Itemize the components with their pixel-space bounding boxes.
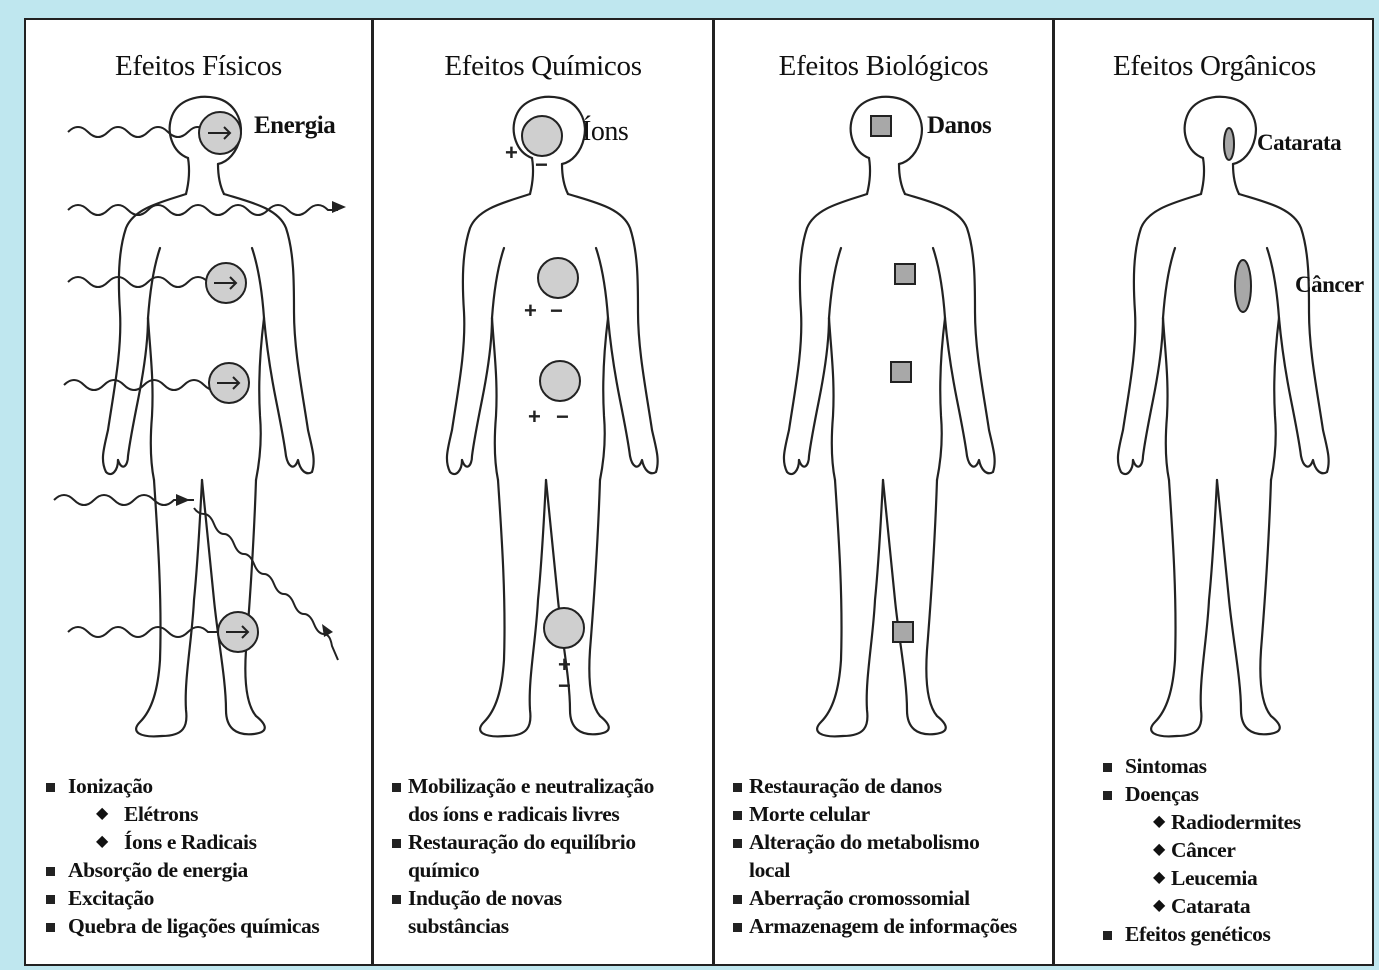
list-item: Restauração de danos [729, 772, 1017, 800]
list-item: Aberração cromossomial [729, 884, 1017, 912]
body-outline-figure [715, 20, 1055, 760]
list-item: Efeitos genéticos [1099, 920, 1301, 948]
list-item: Quebra de ligações químicas [42, 912, 319, 940]
physical-effects-list: Ionização Elétrons Íons e Radicais Absor… [42, 772, 319, 940]
ions-label: Íons [582, 116, 628, 148]
damage-label: Danos [927, 112, 991, 140]
minus-sign: − [550, 298, 563, 323]
list-item: local [729, 856, 1017, 884]
minus-sign: − [535, 152, 548, 177]
body-figure [715, 20, 1055, 765]
list-item: Radiodermites [1099, 808, 1301, 836]
list-item: Íons e Radicais [42, 828, 319, 856]
list-item: Morte celular [729, 800, 1017, 828]
plus-sign: + [505, 140, 518, 165]
list-item: Ionização [42, 772, 319, 800]
cancer-label: Câncer [1295, 272, 1364, 298]
cataract-label: Catarata [1257, 130, 1341, 156]
body-outline-figure: + − + − + − + − [374, 20, 715, 760]
body-figure: + − + − + − + − [374, 20, 715, 765]
chemical-effects-list: Mobilização e neutralização dos íons e r… [388, 772, 654, 940]
list-item: Alteração do metabolismo [729, 828, 1017, 856]
panel-chemical: Efeitos Químicos + − + − + − + [374, 20, 715, 964]
list-item: Leucemia [1099, 864, 1301, 892]
list-item: Absorção de energia [42, 856, 319, 884]
list-item: Indução de novas [388, 884, 654, 912]
list-item: substâncias [388, 912, 654, 940]
energy-label: Energia [254, 112, 335, 140]
panel-organic: Efeitos Orgânicos Catarata Câncer Sintom… [1055, 20, 1374, 964]
diagram-frame: Efeitos Físicos [24, 18, 1374, 966]
list-item: Excitação [42, 884, 319, 912]
list-item: Catarata [1099, 892, 1301, 920]
list-item: Armazenagem de informações [729, 912, 1017, 940]
list-item: Câncer [1099, 836, 1301, 864]
biological-effects-list: Restauração de danos Morte celular Alter… [729, 772, 1017, 940]
organic-effects-list: Sintomas Doenças Radiodermites Câncer Le… [1099, 752, 1301, 948]
list-item: Restauração do equilíbrio [388, 828, 654, 856]
list-item: dos íons e radicais livres [388, 800, 654, 828]
minus-sign: − [556, 404, 569, 429]
list-item: Elétrons [42, 800, 319, 828]
minus-sign: − [558, 673, 571, 698]
list-item: Mobilização e neutralização [388, 772, 654, 800]
plus-sign: + [524, 298, 537, 323]
plus-sign: + [528, 404, 541, 429]
panel-physical: Efeitos Físicos [26, 20, 374, 964]
list-item: Doenças [1099, 780, 1301, 808]
list-item: Sintomas [1099, 752, 1301, 780]
list-item: químico [388, 856, 654, 884]
panel-biological: Efeitos Biológicos Danos Restauração de … [715, 20, 1055, 964]
